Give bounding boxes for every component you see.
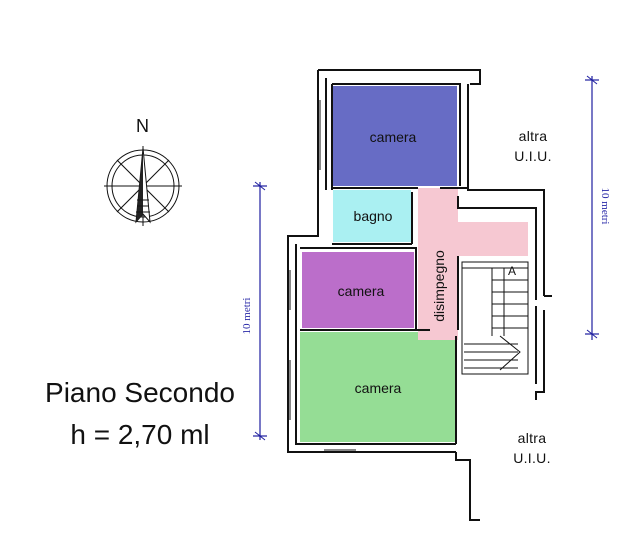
north-letter: N — [136, 116, 149, 136]
label-other-unit-bottom-2: U.I.U. — [513, 450, 551, 466]
walls — [287, 69, 552, 521]
room-camera-mid — [302, 252, 414, 328]
room-disimpegno — [418, 188, 528, 340]
label-other-unit-top-1: altra — [519, 128, 548, 144]
label-camera-bottom: camera — [355, 380, 402, 396]
scale-bar-left: 10 metri — [241, 181, 267, 441]
room-camera-bottom — [300, 332, 456, 442]
room-bagno — [333, 190, 411, 242]
scale-label-right: 10 metri — [599, 188, 611, 225]
label-camera-mid: camera — [338, 283, 385, 299]
floor-title: Piano Secondo — [45, 377, 235, 408]
compass-rose-icon: N — [104, 116, 182, 226]
scale-bar-right: 10 metri — [585, 75, 611, 340]
ceiling-height: h = 2,70 ml — [70, 419, 209, 450]
stair-marker: A — [508, 264, 516, 278]
label-other-unit-bottom-1: altra — [518, 430, 547, 446]
label-camera-top: camera — [370, 129, 417, 145]
scale-label-left: 10 metri — [241, 298, 253, 335]
room-camera-top — [333, 86, 457, 186]
label-disimpegno: disimpegno — [431, 250, 447, 322]
label-bagno: bagno — [354, 208, 393, 224]
label-other-unit-top-2: U.I.U. — [514, 148, 552, 164]
staircase: A — [461, 261, 529, 375]
